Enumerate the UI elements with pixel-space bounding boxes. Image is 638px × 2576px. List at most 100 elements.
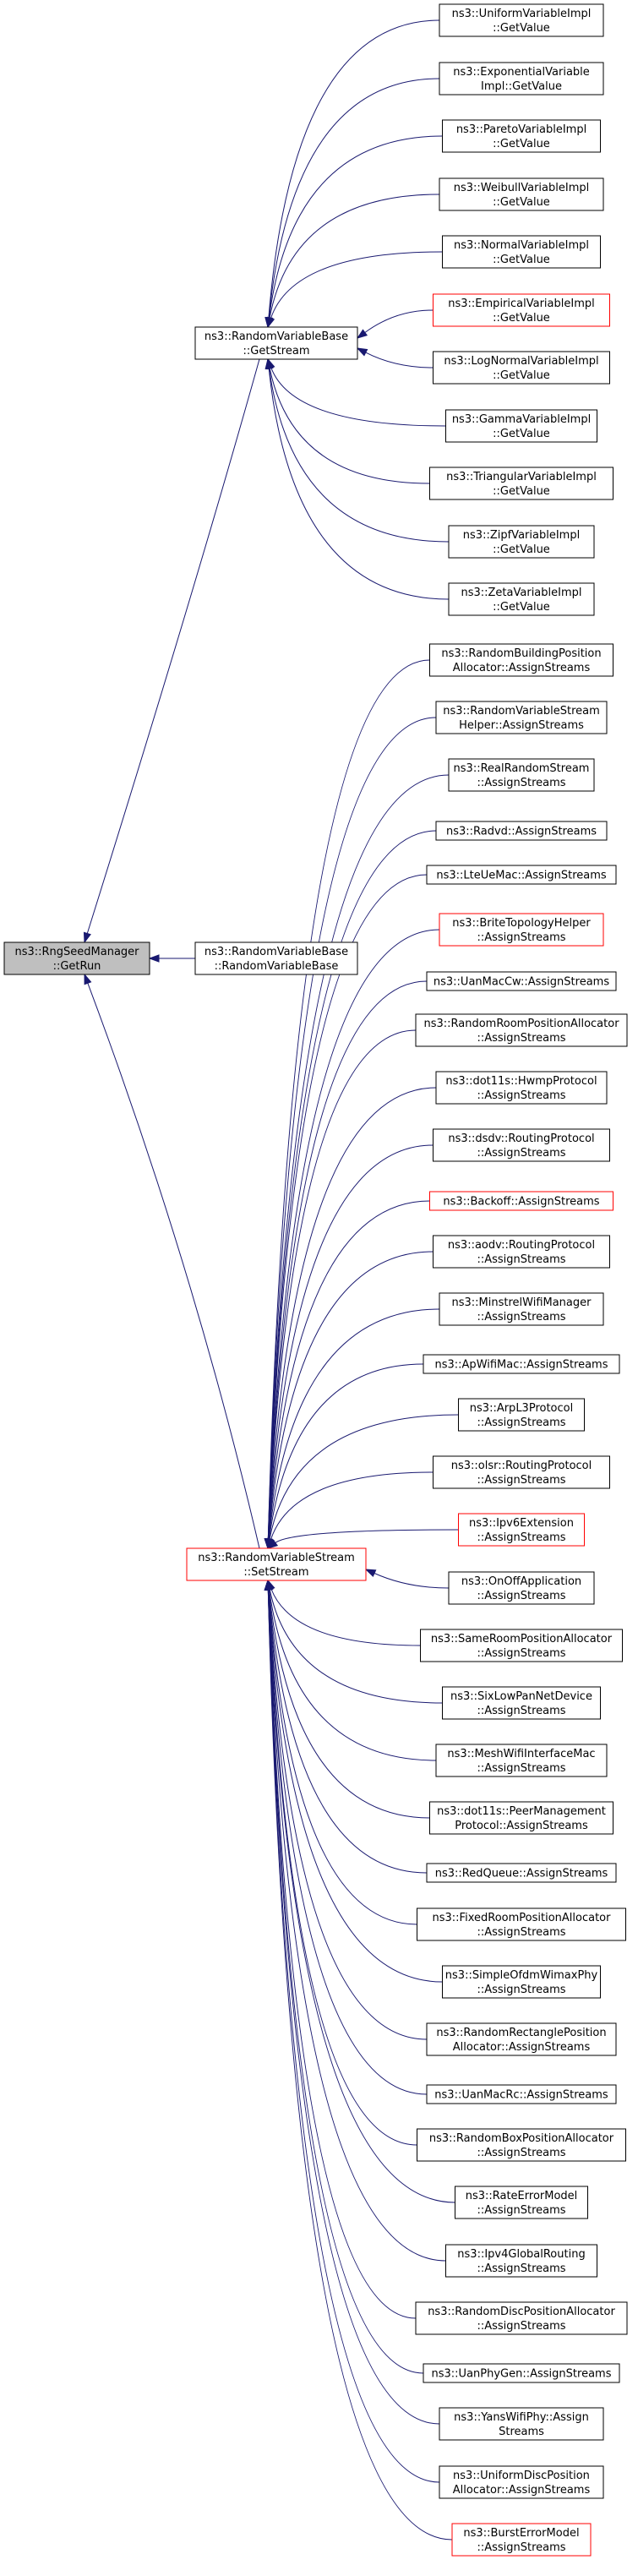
node-label: ns3::RandomBuildingPosition — [441, 647, 601, 660]
node-label: ::AssignStreams — [477, 1416, 565, 1429]
node-label: ns3::ZetaVariableImpl — [461, 587, 581, 599]
node-dsdv-routingprotocol-assignstreams[interactable]: ns3::dsdv::RoutingProtocol::AssignStream… — [433, 1128, 610, 1162]
node-zipfvariableimpl-getvalue[interactable]: ns3::ZipfVariableImpl::GetValue — [448, 525, 595, 559]
arrowhead — [264, 357, 273, 369]
node-apwifimac-assignstreams[interactable]: ns3::ApWifiMac::AssignStreams — [423, 1354, 620, 1374]
node-label: ns3::ApWifiMac::AssignStreams — [435, 1359, 608, 1372]
edge-caller-to-getstream — [268, 19, 440, 319]
node-gammavariableimpl-getvalue[interactable]: ns3::GammaVariableImpl::GetValue — [445, 409, 597, 443]
node-label: ::GetValue — [493, 543, 550, 556]
node-randomroompositionallocator-assignstreams[interactable]: ns3::RandomRoomPositionAllocator::Assign… — [415, 1013, 628, 1047]
node-label: ns3::MinstrelWifiManager — [451, 1296, 592, 1309]
node-meshwifiinterfacemac-assignstreams[interactable]: ns3::MeshWifiInterfaceMac::AssignStreams — [435, 1744, 608, 1777]
node-label: ::AssignStreams — [477, 1984, 565, 1996]
node-onoffapplication-assignstreams[interactable]: ns3::OnOffApplication::AssignStreams — [448, 1571, 595, 1605]
node-label: ns3::Radvd::AssignStreams — [446, 826, 597, 838]
node-paretovariableimpl-getvalue[interactable]: ns3::ParetoVariableImpl::GetValue — [442, 119, 601, 153]
node-rngseedmanager-getrun[interactable]: ns3::RngSeedManager::GetRun — [3, 941, 150, 975]
edge-caller-to-getstream — [270, 368, 446, 427]
node-label: ns3::RateErrorModel — [466, 2190, 578, 2202]
node-label: ::AssignStreams — [477, 2541, 565, 2554]
edge-caller-to-setstream — [268, 1144, 434, 1540]
node-randombuildingposition-allocator-assignstreams[interactable]: ns3::RandomBuildingPositionAllocator::As… — [429, 643, 613, 677]
node-redqueue-assignstreams[interactable]: ns3::RedQueue::AssignStreams — [426, 1863, 617, 1883]
node-label: ::AssignStreams — [477, 1147, 565, 1160]
arrowhead — [266, 1539, 279, 1549]
node-dot11s-peermanagement-protocol-assignstreams[interactable]: ns3::dot11s::PeerManagementProtocol::Ass… — [429, 1801, 613, 1835]
node-realrandomstream-assignstreams[interactable]: ns3::RealRandomStream::AssignStreams — [448, 758, 595, 792]
node-randomvariablestream-helper-assignstreams[interactable]: ns3::RandomVariableStreamHelper::AssignS… — [435, 701, 608, 734]
node-rateerrormodel-assignstreams[interactable]: ns3::RateErrorModel::AssignStreams — [455, 2186, 588, 2219]
node-sameroompositionallocator-assignstreams[interactable]: ns3::SameRoomPositionAllocator::AssignSt… — [420, 1629, 623, 1662]
node-ipv6extension-assignstreams[interactable]: ns3::Ipv6Extension::AssignStreams — [458, 1513, 585, 1547]
node-sixlowpannetdevice-assignstreams[interactable]: ns3::SixLowPanNetDevice::AssignStreams — [442, 1686, 601, 1720]
node-box — [433, 351, 610, 385]
node-fixedroompositionallocator-assignstreams[interactable]: ns3::FixedRoomPositionAllocator::AssignS… — [417, 1907, 626, 1941]
node-label: ::GetValue — [493, 428, 550, 440]
node-label: ns3::RandomRectanglePosition — [436, 2027, 606, 2039]
node-box — [448, 1571, 595, 1605]
node-box — [435, 701, 608, 734]
edge-caller-to-setstream — [268, 1308, 440, 1540]
node-box — [433, 1128, 610, 1162]
node-label: ns3::dot11s::HwmpProtocol — [445, 1075, 597, 1088]
node-label: ::GetValue — [493, 485, 550, 498]
node-label: ns3::SameRoomPositionAllocator — [431, 1633, 613, 1645]
node-yanswifiphy-assign-streams[interactable]: ns3::YansWifiPhy::AssignStreams — [439, 2407, 604, 2441]
node-label: ns3::RngSeedManager — [14, 946, 139, 958]
edge-caller-to-setstream — [267, 1589, 440, 2483]
node-label: ns3::Backoff::AssignStreams — [443, 1196, 599, 1209]
node-randomrectangleposition-allocator-assignstreams[interactable]: ns3::RandomRectanglePositionAllocator::A… — [426, 2022, 617, 2056]
edge-setstream-to-root — [87, 983, 260, 1549]
node-randomvariablebase-getstream[interactable]: ns3::RandomVariableBase::GetStream — [194, 326, 358, 360]
node-randomvariablestream-setstream[interactable]: ns3::RandomVariableStream::SetStream — [186, 1547, 367, 1581]
node-label: ::AssignStreams — [477, 777, 565, 789]
node-normalvariableimpl-getvalue[interactable]: ns3::NormalVariableImpl::GetValue — [442, 235, 601, 269]
node-label: Allocator::AssignStreams — [453, 662, 591, 674]
edge-caller-to-setstream — [269, 1363, 424, 1540]
edge-caller-to-setstream — [267, 874, 428, 1540]
node-label: ::AssignStreams — [477, 1647, 565, 1660]
node-label: ns3::RandomVariableStream — [443, 705, 600, 718]
node-lognormalvariableimpl-getvalue[interactable]: ns3::LogNormalVariableImpl::GetValue — [433, 351, 610, 385]
node-aodv-routingprotocol-assignstreams[interactable]: ns3::aodv::RoutingProtocol::AssignStream… — [433, 1235, 610, 1269]
node-label: ::AssignStreams — [477, 1311, 565, 1323]
node-randomboxpositionallocator-assignstreams[interactable]: ns3::RandomBoxPositionAllocator::AssignS… — [417, 2128, 626, 2162]
nodes-layer: ns3::RngSeedManager::GetRunns3::RandomVa… — [3, 3, 628, 2557]
node-triangularvariableimpl-getvalue[interactable]: ns3::TriangularVariableImpl::GetValue — [429, 467, 613, 500]
node-empiricalvariableimpl-getvalue[interactable]: ns3::EmpiricalVariableImpl::GetValue — [433, 293, 610, 327]
node-uanmacrc-assignstreams[interactable]: ns3::UanMacRc::AssignStreams — [426, 2084, 617, 2104]
node-minstrelwifimanager-assignstreams[interactable]: ns3::MinstrelWifiManager::AssignStreams — [439, 1292, 604, 1326]
node-box — [423, 1354, 620, 1374]
node-randomvariablebase-randomvariablebase[interactable]: ns3::RandomVariableBase::RandomVariableB… — [194, 941, 358, 975]
node-box — [426, 2084, 617, 2104]
node-simpleofdmwimaxphy-assignstreams[interactable]: ns3::SimpleOfdmWimaxPhy::AssignStreams — [442, 1965, 601, 1999]
node-uanmaccw-assignstreams[interactable]: ns3::UanMacCw::AssignStreams — [426, 971, 617, 991]
node-box — [194, 326, 358, 360]
node-box — [439, 62, 604, 96]
node-lteuemac-assignstreams[interactable]: ns3::LteUeMac::AssignStreams — [426, 865, 617, 885]
arrowhead — [356, 329, 368, 339]
node-label: ns3::MeshWifiInterfaceMac — [447, 1748, 595, 1760]
node-box — [415, 1013, 628, 1047]
node-label: ns3::ZipfVariableImpl — [463, 529, 580, 542]
node-radvd-assignstreams[interactable]: ns3::Radvd::AssignStreams — [435, 821, 608, 841]
node-bursterrormodel-assignstreams[interactable]: ns3::BurstErrorModel::AssignStreams — [451, 2523, 592, 2557]
node-arpl3protocol-assignstreams[interactable]: ns3::ArpL3Protocol::AssignStreams — [458, 1398, 585, 1432]
node-dot11s-hwmpprotocol-assignstreams[interactable]: ns3::dot11s::HwmpProtocol::AssignStreams — [435, 1071, 608, 1105]
node-uniformdiscposition-allocator-assignstreams[interactable]: ns3::UniformDiscPositionAllocator::Assig… — [439, 2465, 604, 2499]
node-olsr-routingprotocol-assignstreams[interactable]: ns3::olsr::RoutingProtocol::AssignStream… — [433, 1455, 610, 1489]
edge-caller-to-setstream — [267, 1589, 424, 2374]
node-weibullvariableimpl-getvalue[interactable]: ns3::WeibullVariableImpl::GetValue — [439, 177, 604, 211]
node-box — [439, 913, 604, 947]
node-box — [445, 409, 597, 443]
node-uniformvariableimpl-getvalue[interactable]: ns3::UniformVariableImpl::GetValue — [439, 3, 604, 37]
node-zetavariableimpl-getvalue[interactable]: ns3::ZetaVariableImpl::GetValue — [448, 582, 595, 616]
node-ipv4globalrouting-assignstreams[interactable]: ns3::Ipv4GlobalRouting::AssignStreams — [445, 2244, 597, 2278]
node-uanphygen-assignstreams[interactable]: ns3::UanPhyGen::AssignStreams — [423, 2363, 620, 2383]
node-randomdiscpositionallocator-assignstreams[interactable]: ns3::RandomDiscPositionAllocator::Assign… — [415, 2301, 628, 2335]
node-britetopologyhelper-assignstreams[interactable]: ns3::BriteTopologyHelper::AssignStreams — [439, 913, 604, 947]
node-backoff-assignstreams[interactable]: ns3::Backoff::AssignStreams — [429, 1191, 613, 1211]
node-label: ::AssignStreams — [477, 2147, 565, 2159]
